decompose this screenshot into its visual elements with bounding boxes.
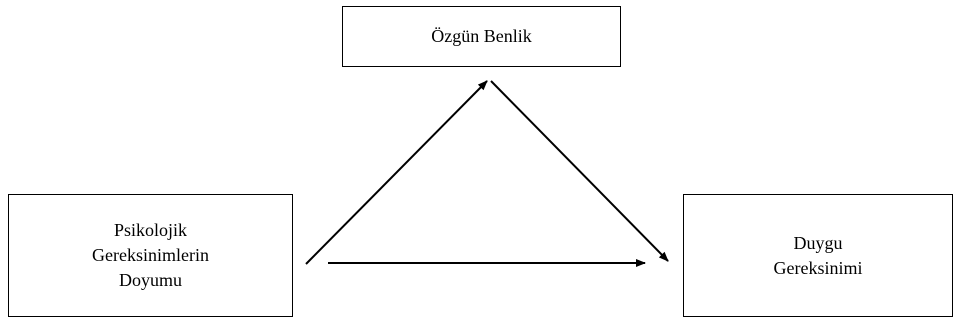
node-left-line-1: Psikolojik	[113, 220, 188, 240]
node-ozgun-benlik: Özgün Benlik	[342, 6, 621, 67]
node-left-line-2: Gereksinimlerin	[92, 245, 209, 265]
node-duygu-gereksinimi: Duygu Gereksinimi	[683, 194, 953, 317]
node-left-line-3: Doyumu	[119, 270, 182, 290]
arrow-left-to-top	[305, 80, 488, 265]
arrow-top-to-right	[490, 80, 669, 262]
node-ozgun-benlik-label: Özgün Benlik	[431, 26, 532, 46]
node-right-line-1: Duygu	[793, 232, 843, 253]
node-right-line-2: Gereksinimi	[773, 257, 863, 278]
node-psikolojik-gereksinimlerin-doyumu: Psikolojik Gereksinimlerin Doyumu	[8, 194, 293, 317]
